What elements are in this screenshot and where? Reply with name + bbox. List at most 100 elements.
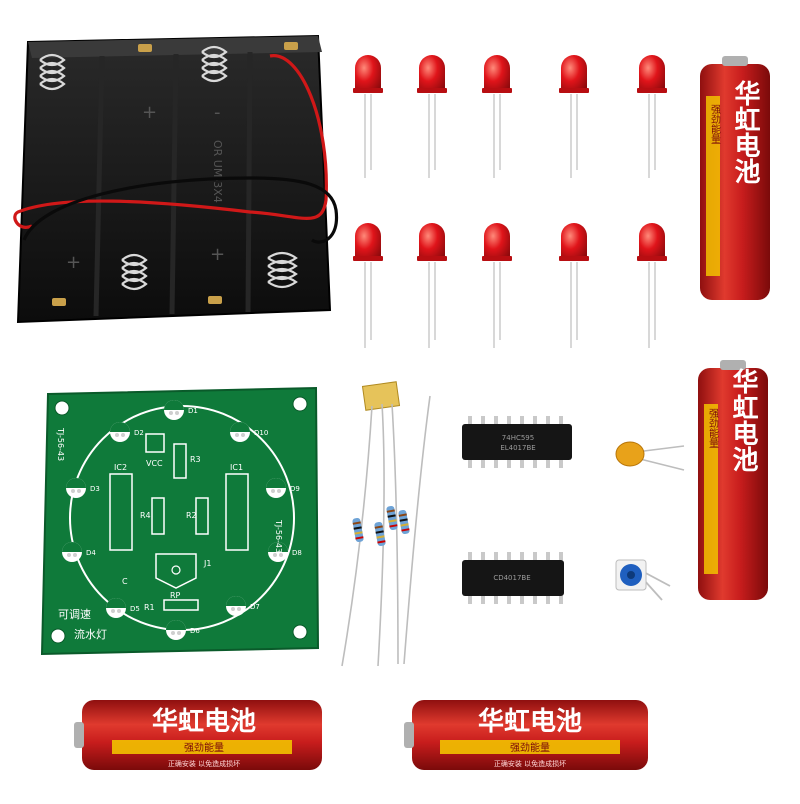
ic-pin [520, 552, 524, 560]
ic-pin [507, 596, 511, 604]
pcb-r1-outline [163, 599, 199, 611]
led [559, 223, 589, 348]
led [637, 55, 667, 178]
ic-pin [468, 460, 472, 468]
holder-contacts [52, 42, 298, 306]
battery-horizontal-2: 华虹电池 强劲能量 正确安装 以免造成损坏 [404, 700, 648, 770]
pcb-r2-outline [195, 497, 209, 535]
holder-markings: + + + - OR UM-3X4 [66, 102, 225, 273]
holder-mark-3: + [210, 244, 225, 265]
pcb-led-pad: D6 [166, 620, 200, 640]
ic-pin [533, 416, 537, 424]
pcb-led-label: D10 [254, 429, 268, 437]
pcb-led-label: D6 [190, 627, 200, 635]
ic-pin [533, 596, 537, 604]
pcb-c-label: C [122, 577, 128, 586]
ic-pin [533, 552, 537, 560]
battery-horizontal-1: 华虹电池 强劲能量 正确安装 以免造成损坏 [74, 700, 322, 770]
ic-pin [559, 416, 563, 424]
ic-pin [494, 460, 498, 468]
battery-tagline-1: 强劲能量 [709, 104, 721, 144]
pcb-title-line1: 可调速 [58, 608, 91, 621]
pcb-r3-outline [173, 443, 187, 479]
battery-vertical-1: 华虹电池 强劲能量 [700, 56, 770, 300]
led [637, 223, 667, 348]
ic-pin [468, 596, 472, 604]
pcb-r3-label: R3 [190, 455, 201, 464]
pcb-rp-outline [155, 553, 197, 589]
resistor [386, 505, 398, 531]
ic-pin [546, 460, 550, 468]
holder-springs [39, 45, 298, 291]
pcb-led-pad: D5 [106, 598, 140, 618]
pcb-led-pad: D2 [110, 422, 144, 442]
ic-top-mark-1: 74HC595 [502, 434, 534, 442]
pcb-ic1-outline [225, 473, 249, 551]
holder-mark-1: + [142, 102, 157, 123]
ic-pin [533, 460, 537, 468]
led [417, 55, 447, 178]
resistor [352, 517, 364, 543]
pcb-r1-label: R1 [144, 603, 155, 612]
pcb-r4-outline [151, 497, 165, 535]
pcb-ic2-outline [109, 473, 133, 551]
ic-bottom-pins [468, 552, 563, 604]
pcb-led-pad: D8 [268, 542, 302, 562]
ic-pin [494, 552, 498, 560]
ic-pin [520, 596, 524, 604]
led [559, 55, 589, 178]
red-wire [13, 54, 328, 229]
ic-pin [559, 596, 563, 604]
pcb-vcc-label: VCC [146, 459, 163, 468]
ic-pin [546, 552, 550, 560]
led-set [353, 55, 667, 348]
resistor [398, 509, 410, 535]
pcb-led-label: D9 [290, 485, 300, 493]
holder-model-text: OR UM-3X4 [211, 140, 224, 203]
holder-mark-2: + [66, 252, 81, 273]
ic-pin [481, 552, 485, 560]
ic-top: 74HC595 EL4017BE [462, 416, 572, 468]
ic-bottom: CD4017BE [462, 552, 564, 604]
ic-pin [559, 460, 563, 468]
battery-brand-3: 华虹电池 [152, 706, 256, 737]
pcb-led-label: D7 [250, 603, 260, 611]
pcb-led-pad: D10 [230, 422, 268, 442]
ic-bottom-mark-1: CD4017BE [493, 574, 530, 582]
ic-pin [481, 596, 485, 604]
battery-holder: + + + - OR UM-3X4 [13, 34, 339, 324]
ic-pin [559, 552, 563, 560]
resistor-bodies [352, 505, 410, 547]
pcb-led-pad: D7 [226, 596, 260, 616]
battery-tagline-3: 强劲能量 [184, 741, 224, 754]
pcb-rp-label: RP [170, 591, 181, 600]
paper-tape [361, 381, 401, 411]
ic-pin [546, 596, 550, 604]
pcb-led-pad: D4 [62, 542, 96, 562]
led [482, 55, 512, 178]
battery-tagline-2: 强劲能量 [707, 408, 719, 448]
ic-pin [507, 552, 511, 560]
holder-slot-dividers [93, 51, 253, 317]
pcb-r2-label: R2 [186, 511, 197, 520]
pcb-led-label: D1 [188, 407, 198, 415]
battery-tagline-4: 强劲能量 [510, 741, 550, 754]
pcb-led-label: D4 [86, 549, 96, 557]
resistor [374, 521, 386, 547]
resistor-set [341, 381, 431, 667]
pcb-led-label: D5 [130, 605, 140, 613]
pcb-led-label: D3 [90, 485, 100, 493]
pcb-ic2-label: IC2 [114, 463, 127, 472]
ic-pin [520, 416, 524, 424]
pcb-model-label: TJ-56-43 [56, 427, 65, 461]
battery-smallprint-4: 正确安装 以免造成损坏 [494, 759, 566, 768]
battery-smallprint-3: 正确安装 以免造成损坏 [168, 759, 240, 768]
ic-pin [520, 460, 524, 468]
pcb-led-label: D8 [292, 549, 302, 557]
ic-pin [507, 460, 511, 468]
pcb-led-pad: D1 [164, 400, 198, 420]
pcb-ic1-label: IC1 [230, 463, 243, 472]
